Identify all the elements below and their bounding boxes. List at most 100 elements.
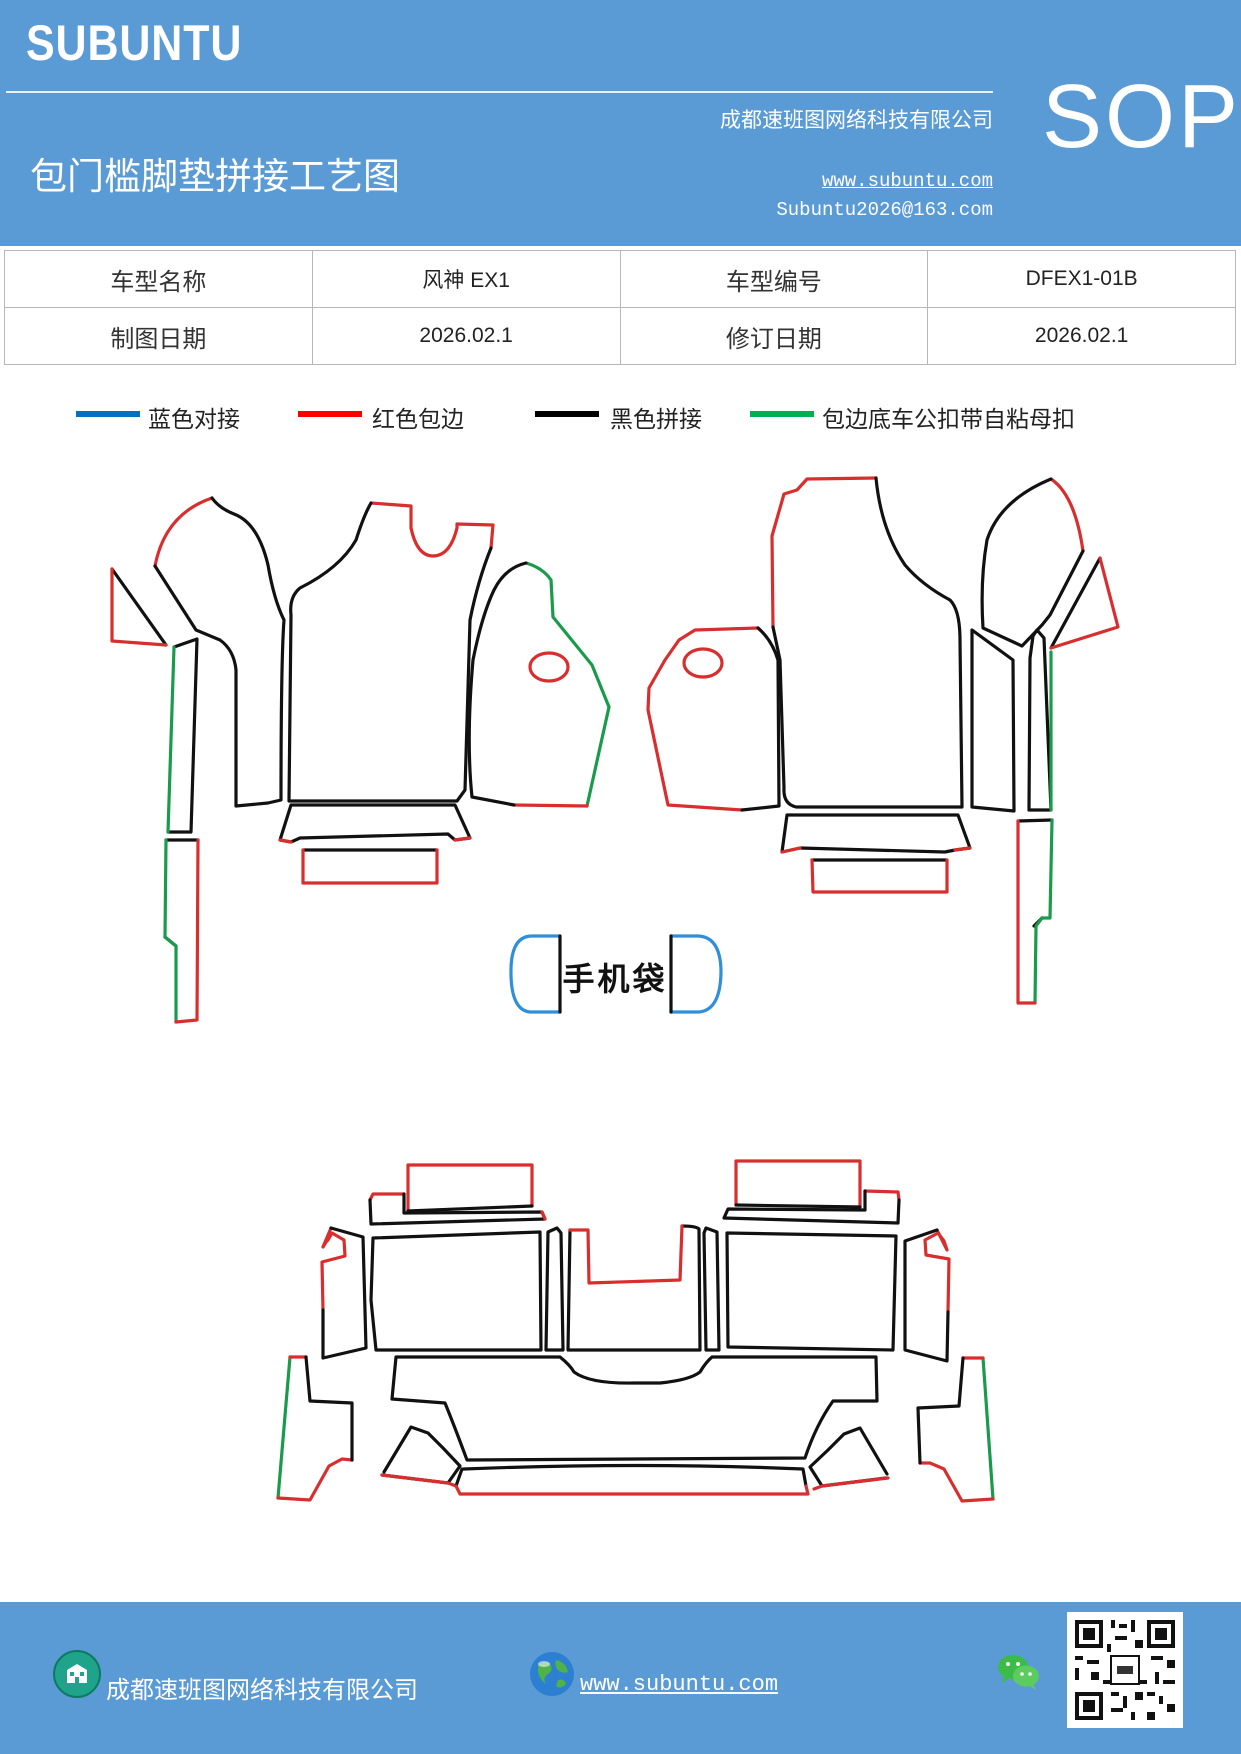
page-title: 包门槛脚垫拼接工艺图 — [30, 155, 400, 198]
legend-label: 红色包边 — [372, 407, 464, 433]
legend-swatch-green — [750, 411, 814, 417]
mat-piece — [1049, 477, 1085, 553]
revision-date-label: 修订日期 — [619, 307, 929, 365]
legend-swatch-red — [298, 411, 362, 417]
mat-piece — [770, 476, 878, 629]
header-divider — [6, 91, 993, 93]
mat-piece — [369, 501, 495, 558]
drawing-date-value: 2026.02.1 — [311, 307, 621, 365]
mat-piece — [278, 836, 472, 844]
legend-swatch-black — [535, 411, 599, 417]
mat-piece — [916, 1356, 965, 1465]
color-legend: 蓝色对接 红色包边 黑色拼接 包边底车公扣带自粘母扣 — [0, 400, 1241, 440]
info-table: 车型名称 风神 EX1 车型编号 DFEX1-01B 制图日期 2026.02.… — [4, 250, 1236, 365]
legend-label: 黑色拼接 — [610, 407, 702, 433]
mat-piece — [808, 1426, 889, 1488]
mat-piece — [163, 838, 178, 1024]
mat-piece — [1033, 818, 1054, 1005]
mat-piece — [740, 626, 781, 812]
mat-piece — [722, 1189, 901, 1225]
qr-code-pattern — [1067, 1612, 1183, 1728]
mat-piece — [320, 1226, 347, 1312]
model-name-value: 风神 EX1 — [311, 250, 621, 308]
phone-pocket-group: 手机袋 — [509, 934, 723, 1014]
right-front-mat-group — [646, 476, 1120, 1005]
mat-piece — [780, 813, 972, 854]
mat-piece — [110, 567, 168, 647]
mat-piece — [153, 496, 214, 568]
footer-company-name: 成都速班图网络科技有限公司 — [106, 1676, 418, 1704]
mat-piece — [174, 838, 200, 1024]
model-code-value: DFEX1-01B — [927, 250, 1236, 308]
globe-icon — [530, 1652, 574, 1696]
wechat-icon — [998, 1655, 1039, 1690]
mat-piece — [380, 1473, 458, 1488]
header-banner: SUBUNTU 成都速班图网络科技有限公司 包门槛脚垫拼接工艺图 www.sub… — [0, 0, 1241, 246]
mat-piece — [163, 838, 200, 948]
mat-piece — [734, 1203, 862, 1209]
model-name-label: 车型名称 — [4, 250, 313, 308]
mat-piece — [780, 846, 972, 854]
mat-piece — [380, 1425, 462, 1485]
header-website-link[interactable]: www.subuntu.com — [821, 170, 993, 192]
mat-piece — [454, 1484, 810, 1496]
table-row: 制图日期 2026.02.1 修订日期 2026.02.1 — [4, 307, 1236, 365]
legend-label: 包边底车公扣带自粘母扣 — [822, 407, 1075, 433]
legend-label: 蓝色对接 — [148, 407, 240, 433]
mat-piece — [524, 561, 611, 808]
left-front-mat-group — [110, 496, 611, 1024]
mat-piece — [812, 1476, 890, 1491]
mat-piece — [1049, 556, 1120, 650]
phone-pocket-piece-left — [509, 934, 562, 1014]
mat-piece — [566, 1224, 702, 1352]
footer-banner: 成都速班图网络科技有限公司 www.subuntu.com — [0, 1602, 1241, 1754]
revision-date-value: 2026.02.1 — [927, 307, 1236, 365]
mat-piece — [406, 1163, 534, 1213]
mat-piece — [734, 1159, 862, 1209]
mat-piece — [512, 803, 589, 808]
mat-piece — [369, 1230, 543, 1352]
legend-swatch-blue — [76, 411, 140, 417]
header-company-name: 成都速班图网络科技有限公司 — [720, 108, 993, 132]
mat-piece — [903, 1228, 950, 1363]
mat-piece — [406, 1204, 534, 1213]
mat-piece — [166, 637, 199, 834]
mat-piece — [771, 476, 964, 809]
mat-piece — [390, 1355, 879, 1462]
mat-piece — [702, 1226, 721, 1352]
footer-website-link[interactable]: www.subuntu.com — [580, 1672, 779, 1697]
mat-hole — [682, 647, 724, 679]
table-row: 车型名称 风神 EX1 车型编号 DFEX1-01B — [4, 250, 1236, 308]
mat-piece — [863, 1189, 901, 1202]
mat-piece — [981, 1356, 995, 1501]
mat-piece — [110, 567, 168, 647]
mat-piece — [1027, 628, 1053, 812]
mat-piece — [1049, 556, 1102, 650]
mat-piece — [646, 626, 760, 812]
mat-piece — [278, 803, 472, 844]
mat-piece — [725, 1231, 898, 1352]
sop-badge: SOP — [1042, 67, 1241, 167]
mat-piece — [970, 628, 1016, 813]
mat-piece — [276, 1355, 292, 1500]
brand-logo: SUBUNTU — [26, 15, 243, 71]
mat-piece — [1016, 819, 1037, 1005]
mat-piece — [153, 496, 286, 808]
mat-piece — [1016, 818, 1054, 928]
mat-piece — [276, 1355, 354, 1502]
mat-piece — [467, 561, 528, 807]
model-code-label: 车型编号 — [619, 250, 929, 308]
mat-piece — [568, 1224, 684, 1285]
mat-piece — [810, 858, 949, 894]
header-email: Subuntu2026@163.com — [776, 199, 993, 221]
phone-pocket-piece-right — [669, 934, 723, 1014]
mat-piece — [321, 1226, 368, 1360]
mat-piece — [918, 1356, 995, 1503]
qr-code-icon — [1067, 1612, 1183, 1728]
mat-piece — [166, 645, 176, 834]
rear-mat-group — [276, 1159, 995, 1503]
mat-piece — [540, 1210, 547, 1221]
mat-piece — [454, 1463, 808, 1488]
mat-piece — [368, 1192, 406, 1202]
